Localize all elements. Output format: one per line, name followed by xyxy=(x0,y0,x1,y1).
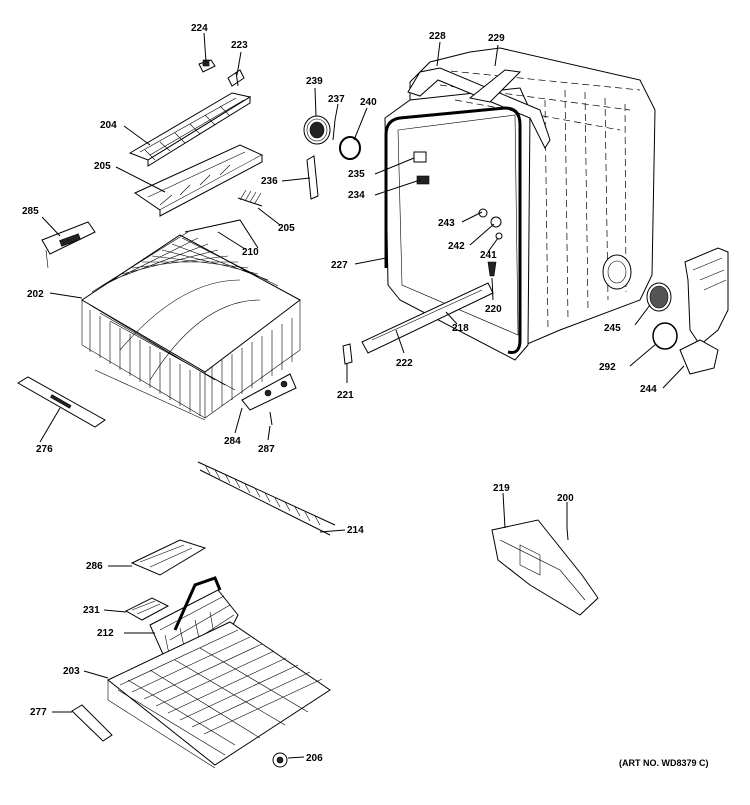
callout-235: 235 xyxy=(348,169,365,180)
clip-205 xyxy=(237,189,263,207)
wire-rack-214 xyxy=(197,461,336,536)
callout-229: 229 xyxy=(488,33,505,44)
callout-231: 231 xyxy=(83,605,100,616)
callout-205b: 205 xyxy=(278,223,295,234)
bracket-285 xyxy=(41,221,96,269)
callout-244: 244 xyxy=(640,384,657,395)
callout-243: 243 xyxy=(438,218,455,229)
callout-219: 219 xyxy=(493,483,510,494)
pin-237 xyxy=(332,119,336,141)
bracket-221 xyxy=(342,343,353,365)
wand-236 xyxy=(306,155,319,200)
gasket-227 xyxy=(384,106,522,354)
callout-214: 214 xyxy=(347,525,364,536)
callout-285: 285 xyxy=(22,206,39,217)
wheel-206 xyxy=(272,752,288,768)
lower-rack-203 xyxy=(107,621,331,769)
bracket-219 xyxy=(491,519,599,616)
filter-245 xyxy=(646,282,672,312)
pump-244 xyxy=(679,247,729,375)
stop-284 xyxy=(241,373,297,411)
leader-lines xyxy=(39,32,685,759)
callout-286: 286 xyxy=(86,561,103,572)
seal-292 xyxy=(652,322,678,350)
screw-220 xyxy=(487,261,497,277)
callout-236: 236 xyxy=(261,176,278,187)
cutlery-tray-204 xyxy=(128,92,252,167)
callout-221: 221 xyxy=(337,390,354,401)
panel-276-slot xyxy=(50,394,72,409)
callout-287: 287 xyxy=(258,444,275,455)
tray-support-205 xyxy=(133,144,264,217)
callout-204: 204 xyxy=(100,120,117,131)
callout-205a: 205 xyxy=(94,161,111,172)
clip-224 xyxy=(198,59,216,73)
callout-218: 218 xyxy=(452,323,469,334)
art-number: (ART NO. WD8379 C) xyxy=(619,758,709,768)
callout-224: 224 xyxy=(191,23,208,34)
vent-239 xyxy=(303,115,331,145)
callout-220: 220 xyxy=(485,304,502,315)
callout-212: 212 xyxy=(97,628,114,639)
callout-277: 277 xyxy=(30,707,47,718)
callout-222: 222 xyxy=(396,358,413,369)
panel-277 xyxy=(71,704,113,742)
clip-286 xyxy=(130,539,207,576)
callout-240: 240 xyxy=(360,97,377,108)
callout-234: 234 xyxy=(348,190,365,201)
callout-200: 200 xyxy=(557,493,574,504)
clip-223 xyxy=(227,69,245,87)
callout-202: 202 xyxy=(27,289,44,300)
tub-assembly xyxy=(384,47,656,361)
callout-223: 223 xyxy=(231,40,248,51)
callout-210: 210 xyxy=(242,247,259,258)
screw-200 xyxy=(566,527,569,541)
callout-242: 242 xyxy=(448,241,465,252)
upper-rack-202 xyxy=(81,231,301,421)
callout-239: 239 xyxy=(306,76,323,87)
callout-284: 284 xyxy=(224,436,241,447)
callout-206: 206 xyxy=(306,753,323,764)
callout-241: 241 xyxy=(480,250,497,261)
callout-227: 227 xyxy=(331,260,348,271)
callout-245: 245 xyxy=(604,323,621,334)
gasket-240 xyxy=(339,136,361,160)
basket-lid-231 xyxy=(124,597,170,621)
rail-210 xyxy=(184,219,259,249)
callout-labels: 224 223 239 237 240 228 229 204 205 236 … xyxy=(22,23,709,768)
callout-237: 237 xyxy=(328,94,345,105)
callout-228: 228 xyxy=(429,31,446,42)
screw-287 xyxy=(269,411,273,426)
callout-203: 203 xyxy=(63,666,80,677)
callout-276: 276 xyxy=(36,444,53,455)
callout-292: 292 xyxy=(599,362,616,373)
